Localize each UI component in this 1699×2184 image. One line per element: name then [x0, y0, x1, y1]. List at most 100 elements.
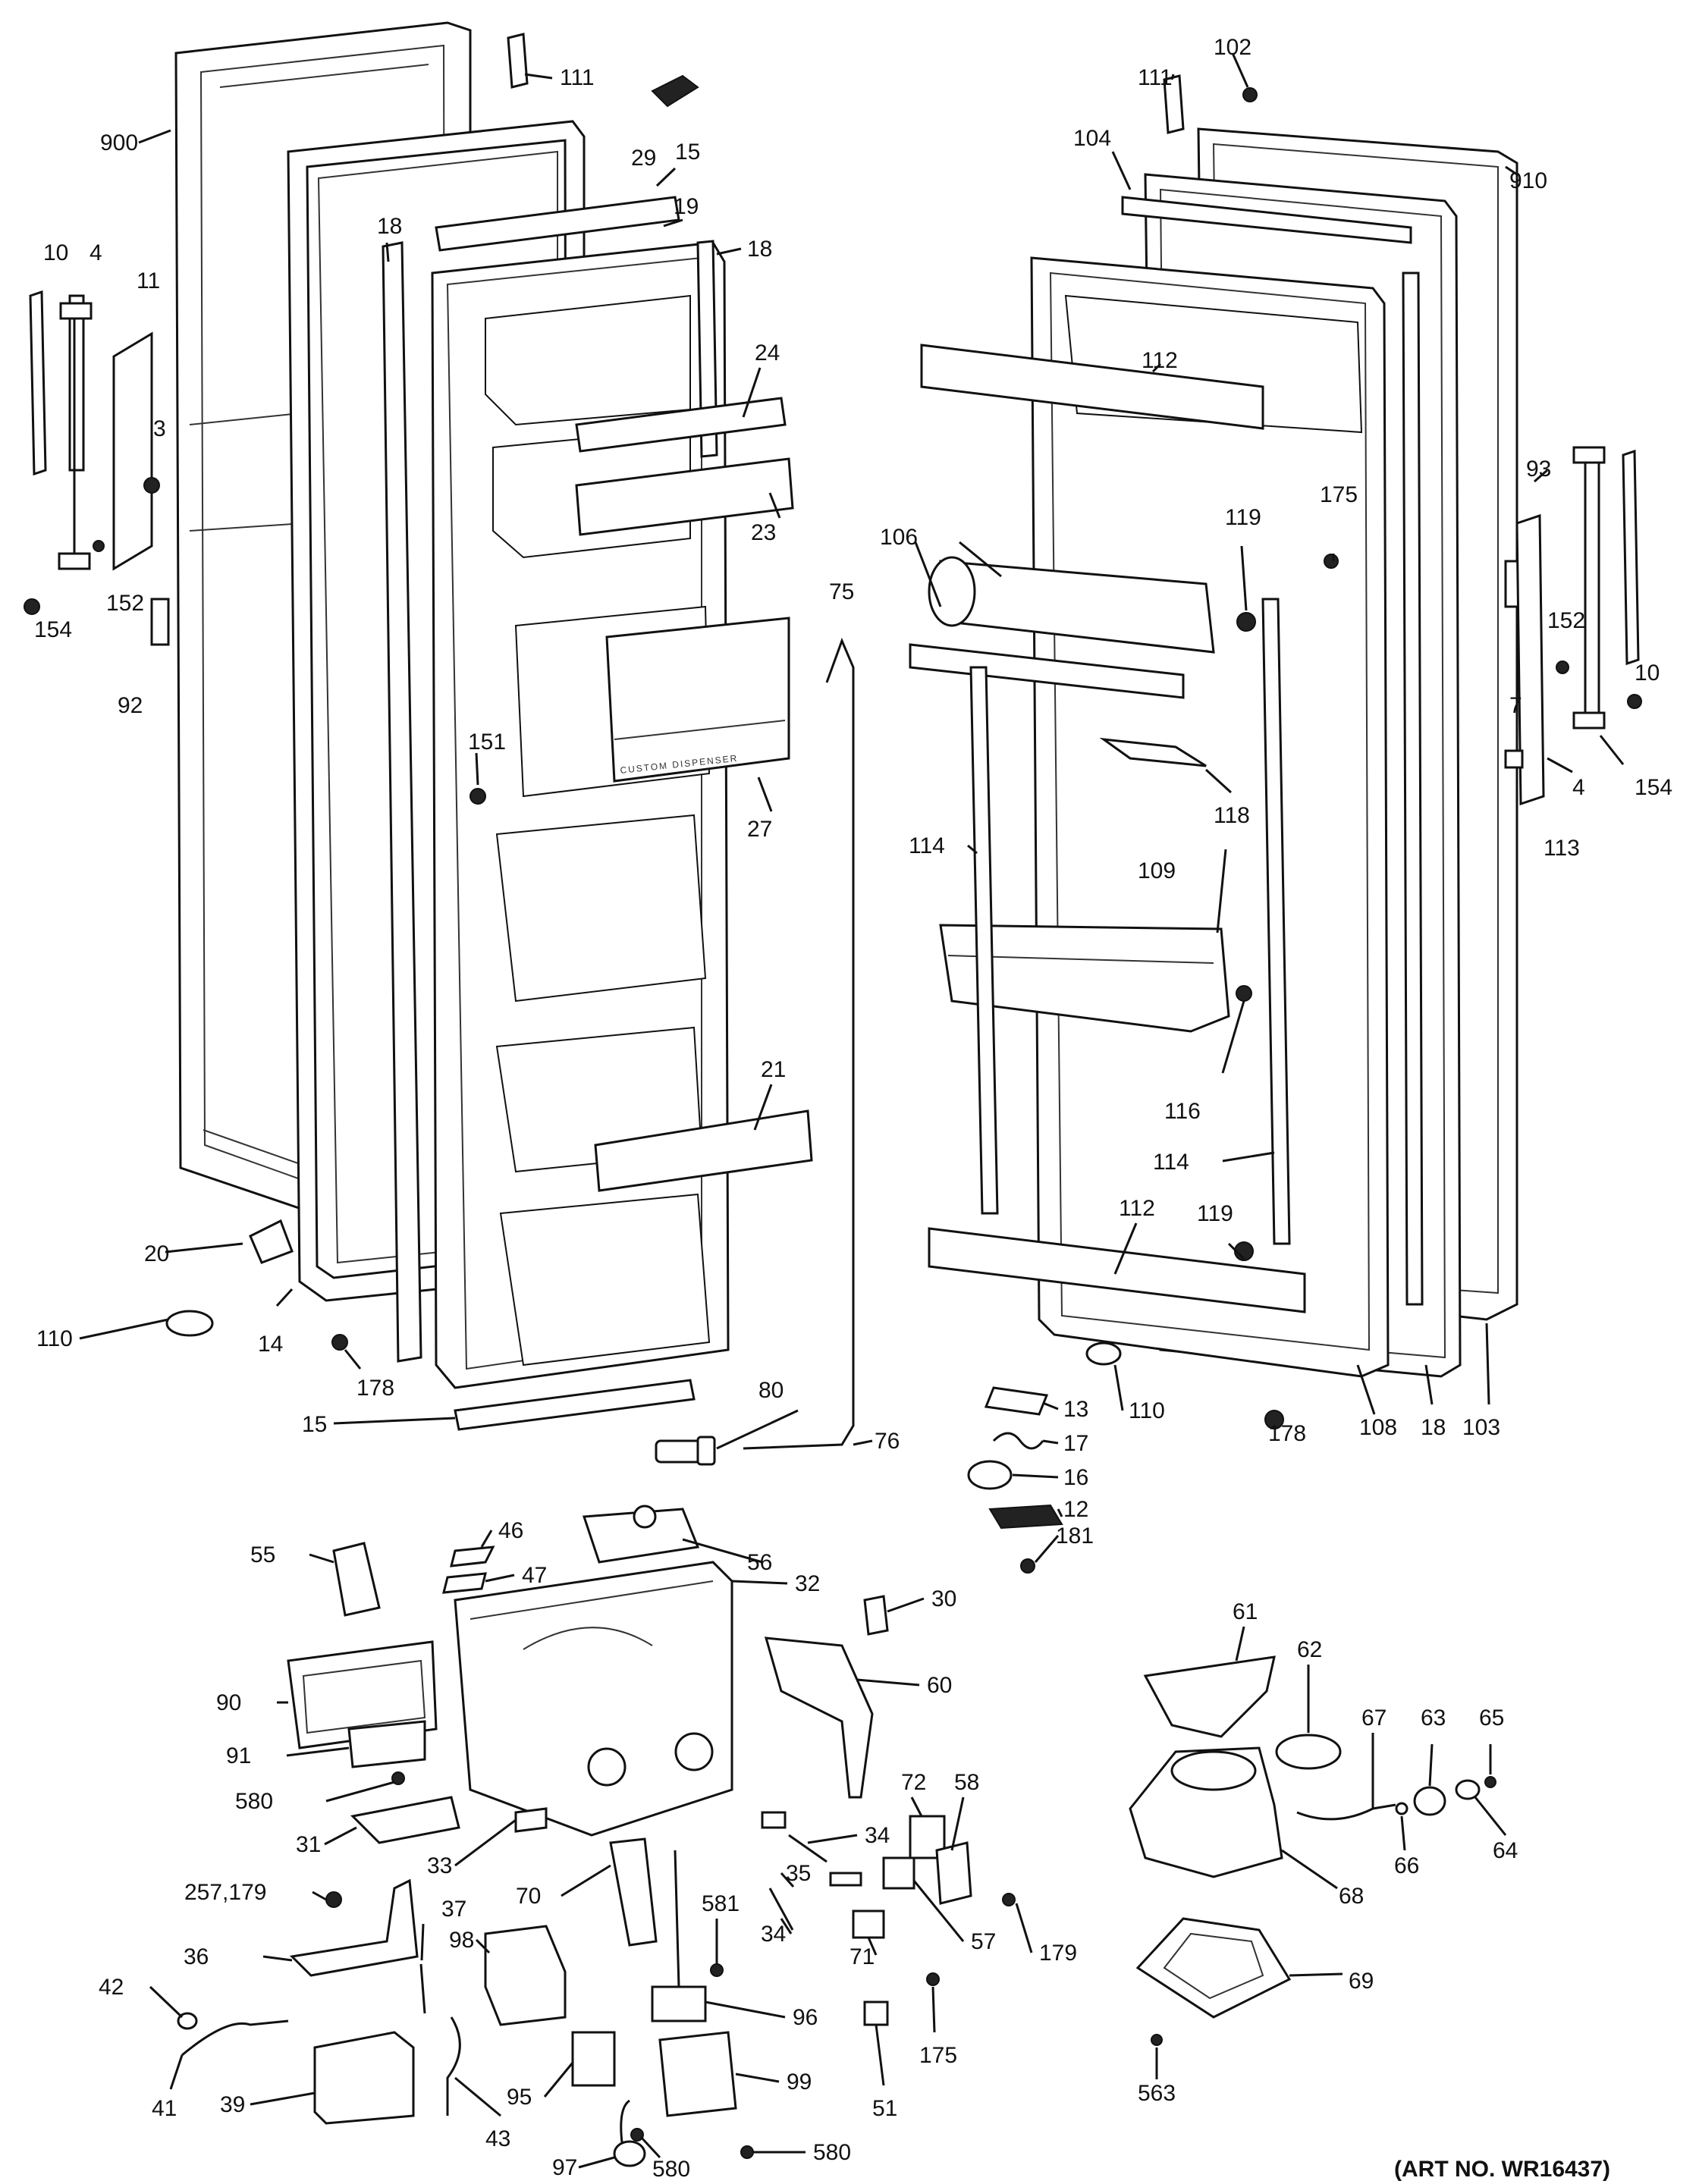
callout-18-fresh: 18	[1421, 1415, 1446, 1440]
shelf-rail-114-right	[1261, 598, 1291, 1245]
callout-30: 30	[931, 1586, 956, 1611]
callout-151: 151	[468, 730, 506, 755]
callout-27: 27	[747, 817, 772, 842]
screw-179	[1002, 1893, 1016, 1906]
callout-119-top: 119	[1225, 505, 1261, 530]
bracket-60	[764, 1636, 874, 1799]
callout-10-left: 10	[43, 240, 68, 265]
callout-106: 106	[880, 525, 918, 550]
door-stop-110-right	[1085, 1341, 1122, 1366]
callout-116: 116	[1164, 1099, 1201, 1124]
control-box-39	[313, 2031, 415, 2125]
callout-16: 16	[1063, 1465, 1088, 1490]
callout-257-179: 257,179	[184, 1880, 266, 1905]
bracket-91	[347, 1720, 426, 1768]
callout-13: 13	[1063, 1397, 1088, 1422]
callout-76: 76	[875, 1429, 900, 1454]
screw-102	[1242, 87, 1258, 102]
callout-67: 67	[1361, 1705, 1387, 1731]
bottom-trim-strip	[454, 1379, 696, 1431]
callout-37: 37	[441, 1897, 466, 1922]
screw-178-left	[331, 1334, 348, 1351]
callout-14: 14	[258, 1332, 283, 1357]
callout-58: 58	[954, 1770, 979, 1795]
screw-581	[710, 1963, 724, 1977]
water-tube	[743, 637, 855, 1450]
callout-15-top: 15	[675, 140, 700, 165]
callout-112-top: 112	[1142, 348, 1178, 373]
callout-178-left: 178	[356, 1376, 394, 1401]
callout-99: 99	[787, 2069, 812, 2095]
screw-178-right	[1264, 1410, 1284, 1429]
callout-66: 66	[1394, 1853, 1419, 1878]
callout-580-c: 580	[813, 2140, 851, 2165]
screw-181	[1020, 1558, 1035, 1574]
callout-34-bottom: 34	[761, 1922, 786, 1947]
freezer-hinge-bar-left	[58, 294, 93, 570]
callout-563: 563	[1138, 2081, 1176, 2106]
callout-18-right: 18	[747, 237, 772, 262]
art-number: (ART NO. WR16437)	[1394, 2157, 1610, 2182]
cover-99	[658, 2031, 737, 2117]
clip-7	[1504, 749, 1524, 769]
callout-580-b: 580	[652, 2157, 690, 2182]
callout-110-left: 110	[36, 1326, 73, 1351]
callout-92: 92	[118, 693, 143, 718]
callout-69: 69	[1349, 1969, 1374, 1994]
callout-41: 41	[152, 2096, 177, 2121]
washer-66	[1395, 1802, 1409, 1815]
callout-labels: 900 111 29 15 19 18 18 10 4 11 3 154 152…	[34, 35, 1672, 2182]
heater-wire-41	[181, 2019, 289, 2057]
callout-56: 56	[747, 1550, 772, 1575]
callout-24: 24	[755, 340, 780, 366]
callout-12: 12	[1063, 1497, 1088, 1522]
callout-55: 55	[250, 1542, 275, 1567]
bushing-3	[143, 477, 160, 494]
freezer-bracket-11	[112, 331, 153, 571]
callout-178-right: 178	[1268, 1421, 1306, 1446]
gasket-62	[1275, 1734, 1342, 1770]
callout-32: 32	[795, 1571, 820, 1596]
callout-35: 35	[786, 1861, 811, 1886]
callout-114-left: 114	[909, 833, 945, 858]
callout-96: 96	[793, 2005, 818, 2030]
callout-20: 20	[144, 1241, 169, 1266]
trim-111-left	[507, 33, 529, 89]
trim-104	[1121, 196, 1412, 244]
callout-113: 113	[1544, 836, 1580, 861]
callout-18-left: 18	[377, 214, 402, 239]
bracket-92	[150, 598, 170, 646]
spring-34-bottom	[768, 1887, 794, 1931]
callout-93: 93	[1526, 457, 1551, 482]
bracket-12	[988, 1504, 1063, 1530]
actuator-47	[442, 1572, 487, 1594]
butter-tray-118	[1099, 737, 1207, 767]
callout-21: 21	[761, 1057, 786, 1082]
callout-71: 71	[850, 1944, 875, 1969]
lamp-97	[613, 2099, 646, 2167]
knob-63	[1413, 1786, 1446, 1816]
callout-102: 102	[1214, 35, 1251, 60]
drip-tray-31	[350, 1796, 460, 1844]
screw-154-right	[1627, 694, 1642, 709]
callout-31: 31	[296, 1832, 321, 1857]
callout-46: 46	[498, 1518, 523, 1543]
callout-112-bottom: 112	[1119, 1196, 1155, 1221]
wire-43	[446, 2016, 461, 2116]
part-71	[852, 1909, 885, 1939]
hinge-pin-20	[249, 1219, 294, 1264]
callout-103: 103	[1462, 1415, 1500, 1440]
screw-152-left	[93, 540, 105, 552]
callout-104: 104	[1073, 126, 1111, 151]
callout-75: 75	[829, 579, 854, 604]
callout-34-top: 34	[865, 1823, 890, 1848]
callout-119-bottom: 119	[1197, 1201, 1233, 1226]
callout-80: 80	[758, 1378, 784, 1403]
part-33	[514, 1807, 548, 1833]
plug-64	[1455, 1779, 1481, 1800]
callout-11: 11	[137, 268, 160, 293]
clip-29	[651, 74, 699, 108]
screw-151	[470, 788, 486, 805]
bracket-70	[609, 1837, 658, 1947]
